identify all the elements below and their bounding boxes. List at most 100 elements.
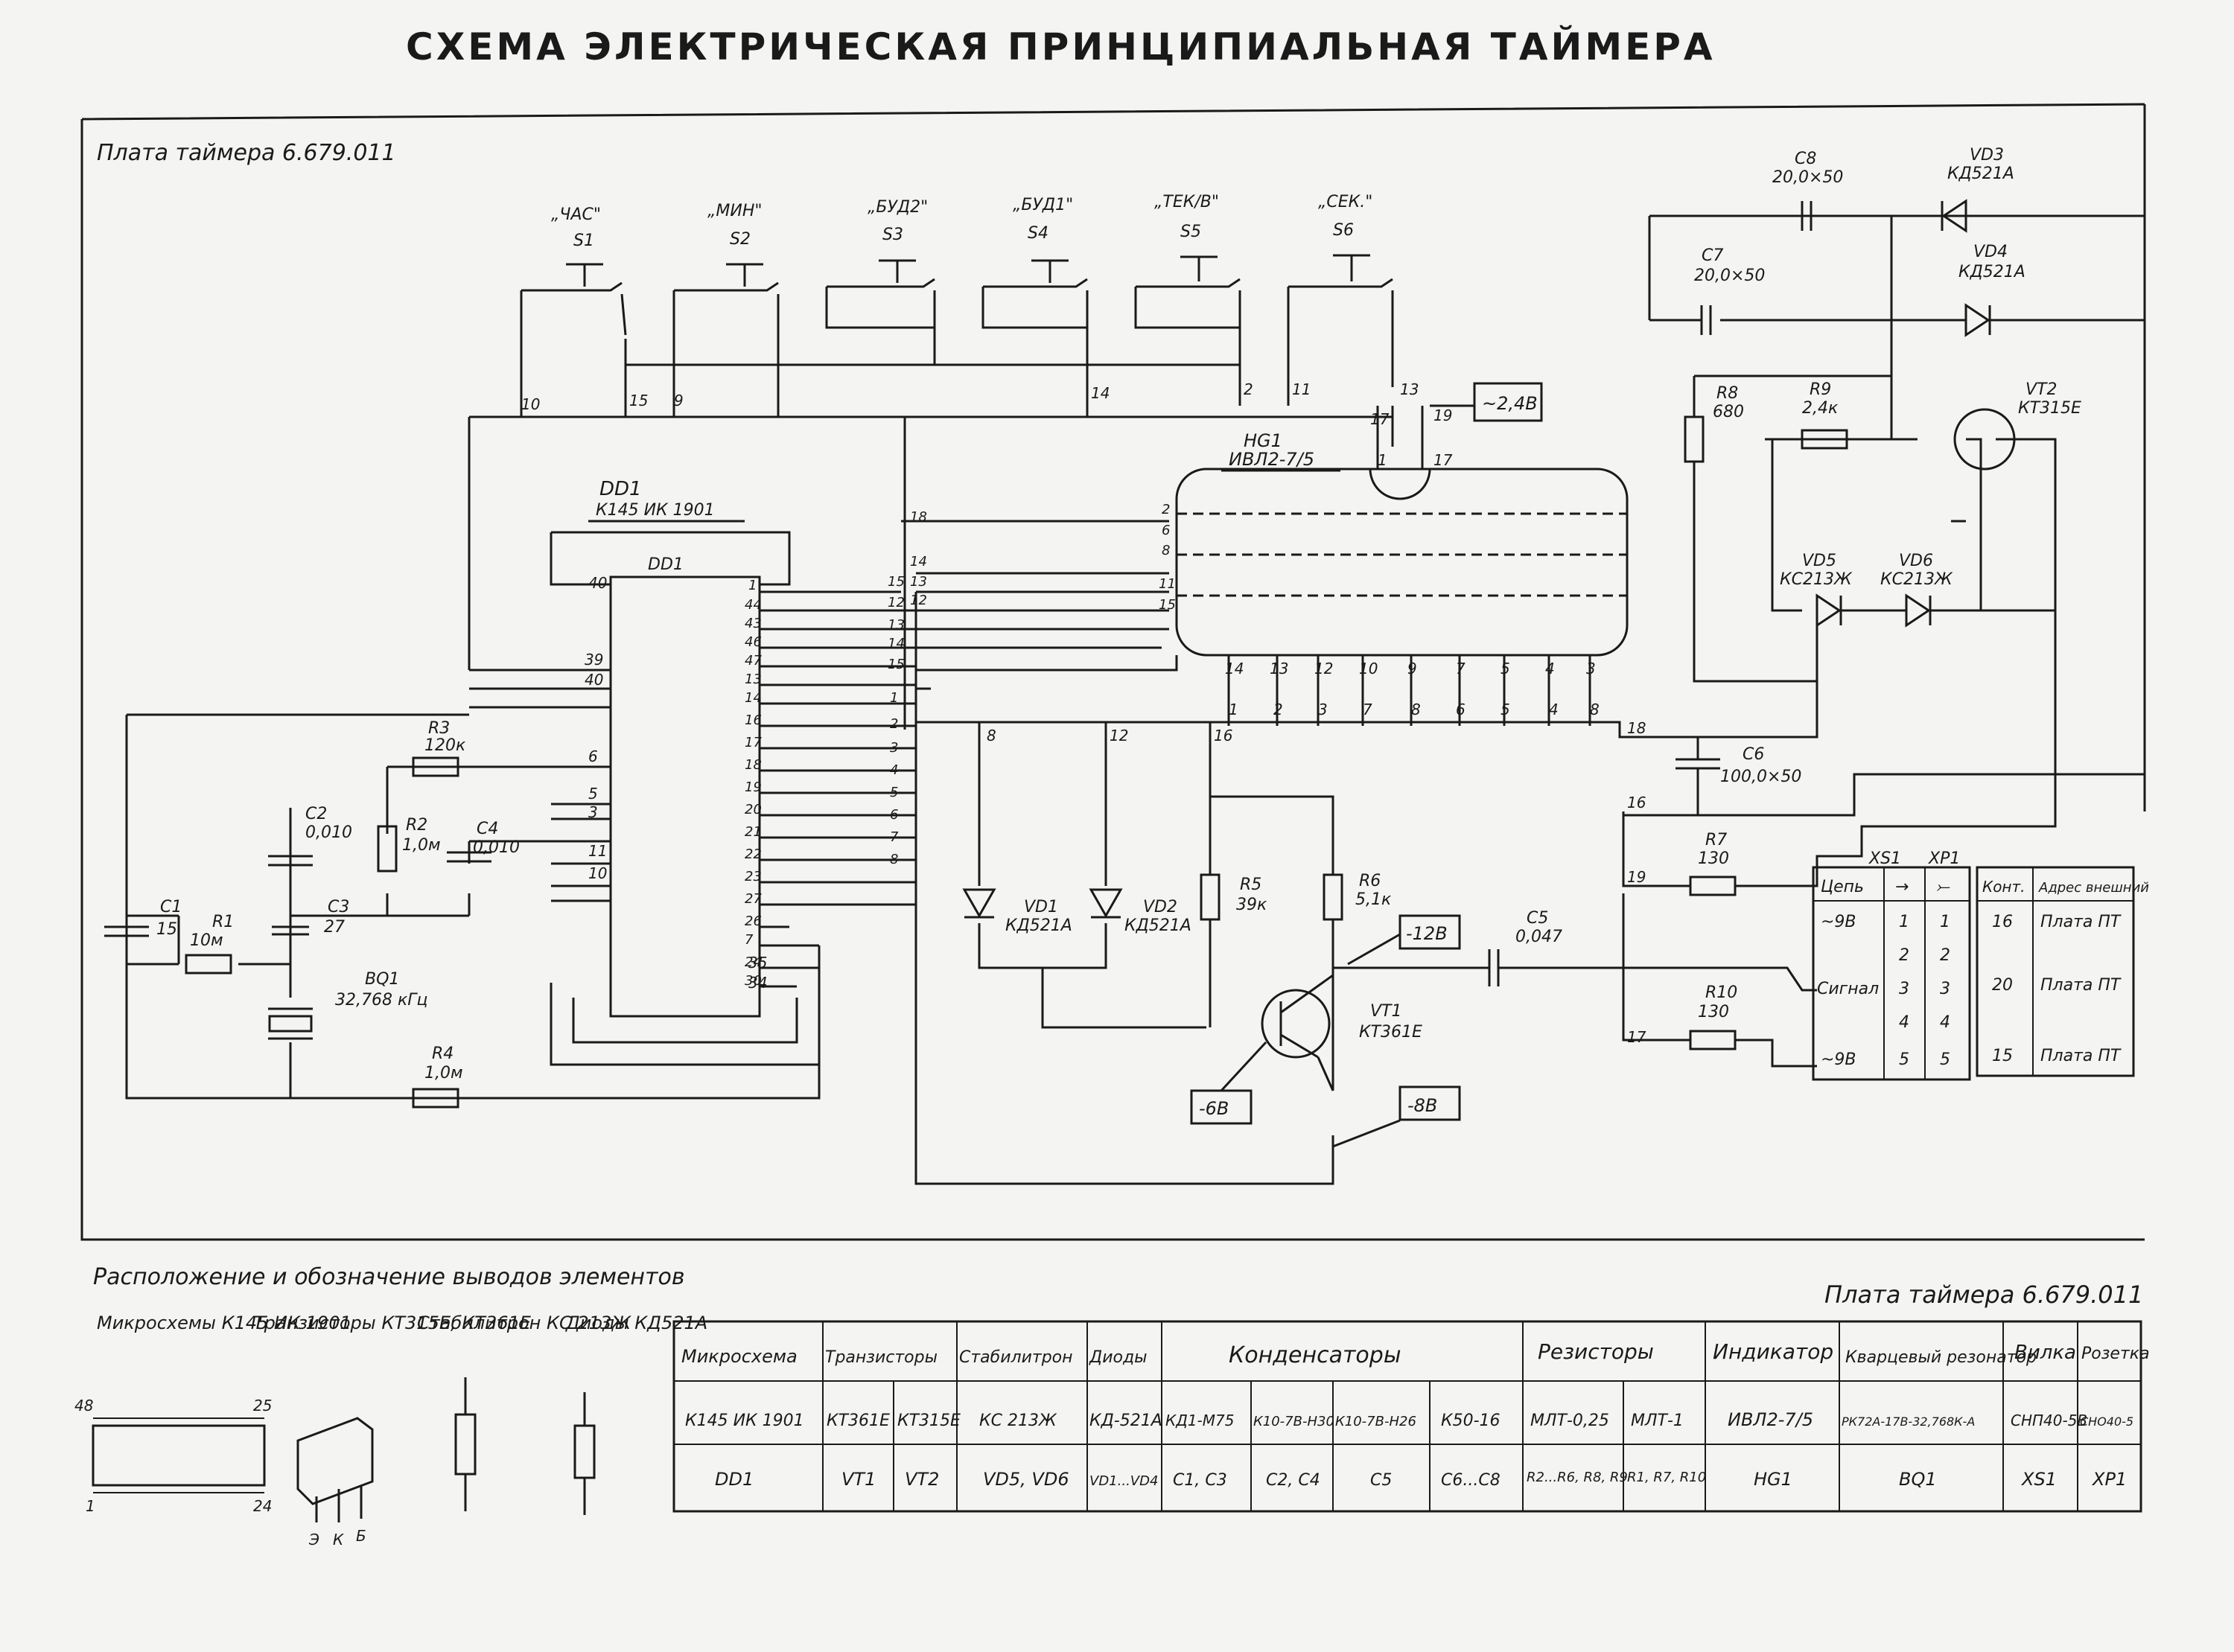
conn-row-b: 2 (1940, 946, 1950, 965)
bom-ref: R1, R7, R10 (1627, 1470, 1706, 1485)
dd1-pin: 43 (745, 616, 762, 631)
tr-pin: К (333, 1531, 344, 1549)
bom-header: Индикатор (1713, 1339, 1833, 1364)
xs1-label: XS1 (1868, 849, 1901, 868)
bq1-crystal (268, 1015, 313, 1033)
dd1-pin: 22 (745, 846, 762, 862)
r1-val: 10м (190, 931, 223, 950)
bom-type: КТ361Е (827, 1412, 890, 1430)
conn-row-b: 5 (1940, 1050, 1950, 1069)
v8-pointer (1332, 1119, 1401, 1148)
conn-row-a: 5 (1899, 1050, 1909, 1069)
hg1-bpin2: 4 (1549, 701, 1559, 718)
dd1-pin: 44 (745, 597, 762, 613)
driver-wires (978, 722, 1334, 1091)
dd1-pin: 16 (745, 712, 762, 728)
bom-grid (672, 1320, 2142, 1513)
switch-s1: „ЧАС" S1 (520, 205, 627, 417)
bom-table: Плата таймера 6.679.011 Микросхема Транз… (672, 1281, 2150, 1513)
connector-grid-lines (1813, 867, 1970, 1079)
bom-type: МЛТ-1 (1631, 1412, 1684, 1430)
chip-pin-rows (93, 1417, 264, 1493)
bom-ref: HG1 (1754, 1469, 1792, 1490)
bom-header: Микросхема (681, 1346, 798, 1367)
hg1-bpin: 12 (1314, 660, 1333, 677)
switch-s3-symbol (825, 259, 936, 329)
node-pin-16: 16 (1214, 727, 1232, 744)
hg1-bus (916, 655, 1178, 690)
dd1-pin: 40 (585, 671, 603, 689)
v6-pointer (1220, 1041, 1267, 1092)
bom-type: СНО40-5 (2080, 1415, 2133, 1429)
chip-pin: 25 (253, 1397, 272, 1415)
hg1-bpin: 4 (1545, 660, 1555, 677)
conn-row-a: 1 (1899, 913, 1909, 931)
bom-ref: C2, C4 (1266, 1471, 1320, 1490)
hg1-voltage: ~2,4В (1482, 393, 1538, 414)
r4-resistor (412, 1088, 459, 1109)
pinout-legend: Расположение и обозначение выводов элеме… (74, 1264, 707, 1549)
hg1-pin: 2 (1162, 502, 1170, 517)
conn-pin: 4 (890, 762, 898, 778)
power-bus (914, 721, 1638, 1185)
vt2-transistor (1953, 408, 2016, 471)
ext-contact: 15 (1992, 1047, 2013, 1065)
dd1-pin: 27 (745, 891, 762, 907)
c8-capacitor (1801, 201, 1813, 231)
v12-pointer (1347, 933, 1401, 966)
r4-val: 1,0м (424, 1064, 463, 1082)
switch-group: „ЧАС" S1 „МИН" S2 „БУД2" S3 „БУД1" S4 „Т… (520, 193, 1419, 417)
switch-s1-symbol (520, 263, 627, 417)
conn-row-circuit: ~9В (1821, 913, 1856, 931)
switch-pin: 15 (629, 392, 648, 409)
switch-s4-symbol (981, 259, 1089, 329)
vd1-ref: VD1 (1024, 898, 1058, 916)
dd1-right-pins: 1 44 43 46 47 13 14 16 17 18 19 20 21 22… (745, 578, 916, 989)
conn-pin: 12 (888, 595, 905, 610)
r2-val: 1,0м (402, 836, 441, 855)
dd1-pin: 11 (588, 842, 607, 860)
dd1-pin: 23 (745, 869, 762, 884)
bom-type: КС 213Ж (979, 1412, 1057, 1430)
switch-pin: 13 (1400, 380, 1419, 398)
dd1-pin: 6 (588, 747, 598, 765)
dd1-right-wires (760, 590, 916, 988)
bom-type: ИВЛ2-7/5 (1728, 1409, 1813, 1430)
c4-val: 0,010 (473, 838, 520, 857)
c6-ref: C6 (1743, 745, 1764, 764)
bom-ref: XS1 (2020, 1469, 2057, 1490)
bom-header: Диоды (1089, 1348, 1148, 1367)
conn-row-circuit: Сигнал (1817, 980, 1879, 998)
dd1-pin: 18 (745, 757, 762, 773)
conn-pin: 5 (890, 785, 898, 800)
psu-right-wires (1620, 439, 2146, 887)
bq1-plates (268, 1007, 313, 1040)
connector-strip: 18 14 13 12 15 12 13 14 15 1 2 3 4 5 6 7… (888, 509, 1169, 906)
bom-ref: XP1 (2091, 1469, 2127, 1490)
c6-capacitor (1623, 736, 1720, 815)
hg1-bpin: 5 (1501, 660, 1510, 677)
dd1-pin: 39 (585, 651, 603, 669)
c5-val: 0,047 (1515, 928, 1562, 946)
dd1-pin: 10 (588, 864, 607, 882)
conn-pin: 14 (910, 554, 927, 570)
vt2-val: КТ315Е (2018, 399, 2081, 418)
vd3-val: КД521А (1947, 165, 2014, 183)
c3-ref: C3 (328, 898, 349, 916)
transistor-leads (315, 1485, 363, 1522)
c2-val: 0,010 (305, 823, 352, 842)
switch-s5-label: „ТЕК/В" (1154, 193, 1219, 211)
hg1-bpin2: 8 (1411, 701, 1421, 718)
xp1-label: XP1 (1928, 849, 1960, 868)
ext-grid-lines (1977, 867, 2133, 1076)
bom-type: К50-16 (1441, 1412, 1501, 1430)
chip-outline (92, 1424, 266, 1487)
switch-pin: 14 (1091, 384, 1110, 402)
dd1-left-wires (387, 669, 611, 902)
conn-row-b: 3 (1940, 980, 1950, 998)
conn-pin: 14 (888, 636, 905, 651)
bom-type: МЛТ-0,25 (1530, 1412, 1609, 1430)
ext-address: Плата ПТ (2040, 913, 2122, 931)
vd5-ref: VD5 (1802, 552, 1836, 570)
